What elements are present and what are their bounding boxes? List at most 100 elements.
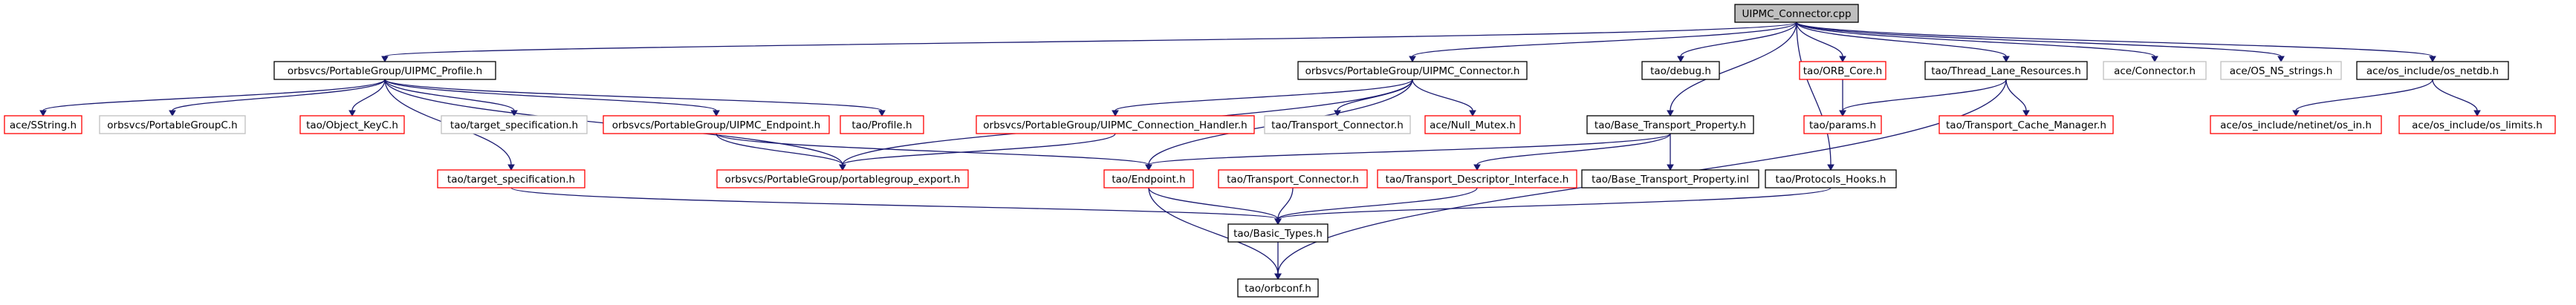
node-label: tao/Base_Transport_Property.inl <box>1592 174 1749 186</box>
node-tao-orb-core[interactable]: tao/ORB_Core.h <box>1799 61 1886 80</box>
node-ace-connector: ace/Connector.h <box>2103 61 2207 80</box>
edge-tao-endpoint-to-tao-orbconf <box>1148 187 1279 275</box>
node-ace-os-ns-strings: ace/OS_NS_strings.h <box>2220 61 2342 80</box>
node-portablegroupc: orbsvcs/PortableGroupC.h <box>99 115 246 134</box>
edge-arrowhead <box>878 110 886 117</box>
node-label: ace/os_include/os_limits.h <box>2412 119 2543 131</box>
edge-root-to-uipmc-connector <box>1412 22 1797 57</box>
edge-arrowhead <box>381 56 389 63</box>
node-box <box>1641 61 1720 80</box>
edge-uipmc-profile-to-tao-profile <box>384 79 883 111</box>
node-box <box>2220 61 2342 80</box>
edge-tao-transport-descriptor-to-tao-basic-types <box>1277 187 1478 220</box>
edge-arrowhead <box>348 110 356 117</box>
edge-arrowhead <box>2151 56 2158 63</box>
edge-root-to-tao-debug <box>1680 22 1797 57</box>
edge-arrowhead <box>2429 56 2436 63</box>
edge-arrowhead <box>2277 56 2285 63</box>
node-label: ace/SString.h <box>10 119 77 131</box>
node-ace-netinet-in[interactable]: ace/os_include/netinet/os_in.h <box>2210 115 2382 134</box>
edge-root-to-ace-os-ns-strings <box>1796 22 2282 57</box>
edge-arrowhead <box>713 110 720 117</box>
nodes-layer: UIPMC_Connector.cpp orbsvcs/PortableGroup… <box>4 4 2556 298</box>
edge-root-to-tao-base-transport-property <box>1670 22 1797 111</box>
node-box <box>1803 115 1882 134</box>
node-tao-target-spec-gray: tao/target_specification.h <box>441 115 588 134</box>
node-tao-base-transport-property[interactable]: tao/Base_Transport_Property.h <box>1586 115 1754 134</box>
node-tao-transport-descriptor[interactable]: tao/Transport_Descriptor_Interface.h <box>1377 169 1577 188</box>
node-box <box>716 169 969 188</box>
node-box <box>1924 61 2088 80</box>
node-box <box>1799 61 1886 80</box>
node-label: tao/Profile.h <box>851 119 912 131</box>
edge-tao-target-spec-red-to-tao-basic-types <box>510 187 1279 220</box>
node-label: tao/target_specification.h <box>450 119 578 131</box>
edge-arrowhead <box>1827 164 1834 171</box>
node-label: tao/Transport_Connector.h <box>1271 119 1404 131</box>
node-box <box>1264 115 1411 134</box>
node-tao-basic-types[interactable]: tao/Basic_Types.h <box>1227 223 1328 243</box>
edge-arrowhead <box>1667 110 1674 117</box>
node-portablegroup-export[interactable]: orbsvcs/PortableGroup/portablegroup_expo… <box>716 169 969 188</box>
edge-arrowhead <box>1409 56 1416 63</box>
edge-arrowhead <box>1274 273 1282 281</box>
node-box <box>1218 169 1368 188</box>
node-tao-protocols-hooks[interactable]: tao/Protocols_Hooks.h <box>1765 169 1897 188</box>
edge-tao-base-transport-property-to-tao-endpoint <box>1148 133 1671 165</box>
node-label: tao/Thread_Lane_Resources.h <box>1931 65 2081 77</box>
node-tao-debug[interactable]: tao/debug.h <box>1641 61 1720 80</box>
node-tao-object-keyc[interactable]: tao/Object_KeyC.h <box>299 115 405 134</box>
edge-tao-protocols-hooks-to-tao-basic-types <box>1277 187 1832 220</box>
node-tao-endpoint[interactable]: tao/Endpoint.h <box>1103 169 1194 188</box>
node-tao-orbconf[interactable]: tao/orbconf.h <box>1237 278 1319 298</box>
node-label: orbsvcs/PortableGroup/UIPMC_Connector.h <box>1305 65 1520 77</box>
node-box <box>2398 115 2556 134</box>
node-ace-sstring[interactable]: ace/SString.h <box>4 115 82 134</box>
node-tao-thread-lane[interactable]: tao/Thread_Lane_Resources.h <box>1924 61 2088 80</box>
edge-arrowhead <box>1469 110 1476 117</box>
node-uipmc-connector[interactable]: orbsvcs/PortableGroup/UIPMC_Connector.h <box>1297 61 1528 80</box>
node-box <box>840 115 924 134</box>
node-uipmc-endpoint[interactable]: orbsvcs/PortableGroup/UIPMC_Endpoint.h <box>603 115 830 134</box>
node-uipmc-profile[interactable]: orbsvcs/PortableGroup/UIPMC_Profile.h <box>273 61 496 80</box>
node-box <box>4 115 82 134</box>
edge-uipmc-profile-to-tao-target-spec-gray <box>384 79 515 111</box>
node-box <box>1103 169 1194 188</box>
node-ace-os-limits[interactable]: ace/os_include/os_limits.h <box>2398 115 2556 134</box>
node-tao-transport-connector-red[interactable]: tao/Transport_Connector.h <box>1218 169 1368 188</box>
edge-arrowhead <box>2473 110 2481 117</box>
edge-uipmc-connector-to-uipmc-conn-handler <box>1115 79 1413 111</box>
node-root[interactable]: UIPMC_Connector.cpp <box>1734 4 1859 23</box>
edge-root-to-ace-os-netdb <box>1796 22 2433 57</box>
node-label: ace/os_include/os_netdb.h <box>2366 65 2499 77</box>
node-ace-os-netdb[interactable]: ace/os_include/os_netdb.h <box>2356 61 2509 80</box>
edge-arrowhead <box>1473 164 1481 171</box>
edge-root-to-tao-protocols-hooks <box>1796 22 1832 165</box>
edge-tao-thread-lane-to-tao-transport-cache-manager <box>2005 79 2027 111</box>
node-label: ace/Connector.h <box>2114 65 2196 77</box>
node-tao-profile[interactable]: tao/Profile.h <box>840 115 924 134</box>
edge-uipmc-endpoint-to-tao-endpoint <box>716 133 1149 165</box>
edge-uipmc-conn-handler-to-portablegroup-export <box>842 133 1116 165</box>
node-tao-transport-connector-gray: tao/Transport_Connector.h <box>1264 115 1411 134</box>
node-box <box>1424 115 1521 134</box>
node-ace-null-mutex[interactable]: ace/Null_Mutex.h <box>1424 115 1521 134</box>
node-label: tao/ORB_Core.h <box>1803 65 1882 77</box>
node-box <box>299 115 405 134</box>
edge-arrowhead <box>1112 110 1119 117</box>
node-tao-params[interactable]: tao/params.h <box>1803 115 1882 134</box>
node-tao-transport-cache-manager[interactable]: tao/Transport_Cache_Manager.h <box>1939 115 2114 134</box>
edge-arrowhead <box>1145 164 1152 171</box>
edge-arrowhead <box>839 164 846 171</box>
node-box <box>976 115 1255 134</box>
node-label: tao/Endpoint.h <box>1112 174 1185 186</box>
node-label: ace/OS_NS_strings.h <box>2230 65 2333 77</box>
edge-arrowhead <box>2292 110 2300 117</box>
node-uipmc-conn-handler[interactable]: orbsvcs/PortableGroup/UIPMC_Connection_H… <box>976 115 1255 134</box>
edge-arrowhead <box>1274 218 1282 226</box>
node-tao-base-transport-property-inl[interactable]: tao/Base_Transport_Property.inl <box>1581 169 1759 188</box>
node-tao-target-spec-red[interactable]: tao/target_specification.h <box>437 169 585 188</box>
node-label: tao/Transport_Cache_Manager.h <box>1946 119 2106 131</box>
node-box <box>1377 169 1577 188</box>
